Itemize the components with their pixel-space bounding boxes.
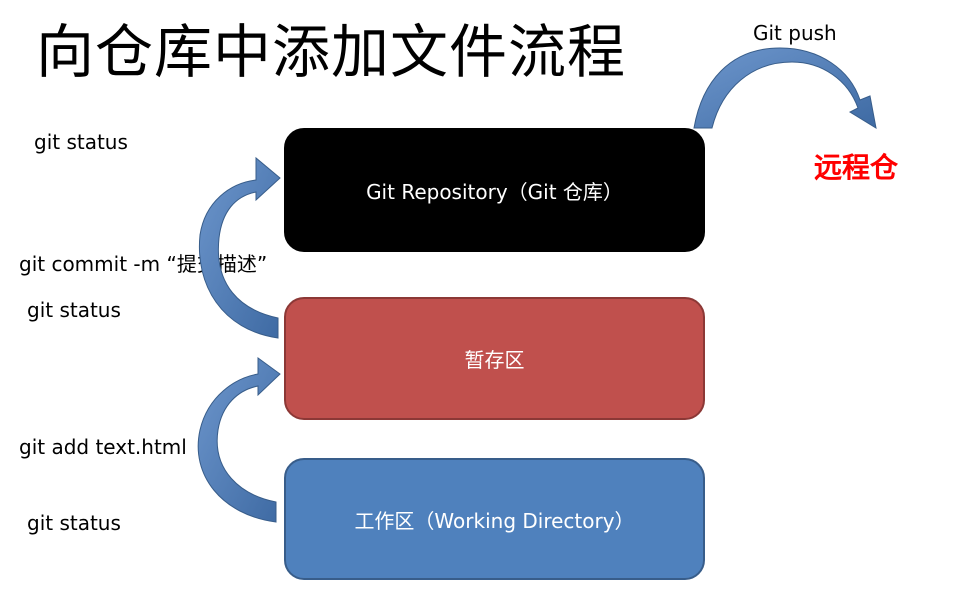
git-commit-label: git commit -m “提交描述”	[19, 252, 268, 276]
page-title: 向仓库中添加文件流程	[36, 18, 627, 86]
git-commit-arrow	[198, 156, 281, 339]
working-directory-box: 工作区（Working Directory）	[284, 458, 705, 580]
git-add-label: git add text.html	[19, 435, 187, 459]
git-add-arrow	[197, 357, 281, 523]
git-push-label: Git push	[753, 21, 837, 45]
git-push-arrow	[693, 47, 877, 130]
remote-repo-label: 远程仓	[814, 151, 899, 184]
git-status-top-label: git status	[34, 130, 128, 154]
working-directory-label: 工作区（Working Directory）	[354, 508, 635, 533]
staging-area-box: 暂存区	[284, 297, 705, 420]
git-repository-label: Git Repository（Git 仓库）	[366, 179, 623, 204]
git-repository-box: Git Repository（Git 仓库）	[284, 128, 705, 252]
staging-area-label: 暂存区	[464, 348, 525, 372]
git-status-bottom-label: git status	[27, 511, 121, 535]
git-status-mid-label: git status	[27, 298, 121, 322]
